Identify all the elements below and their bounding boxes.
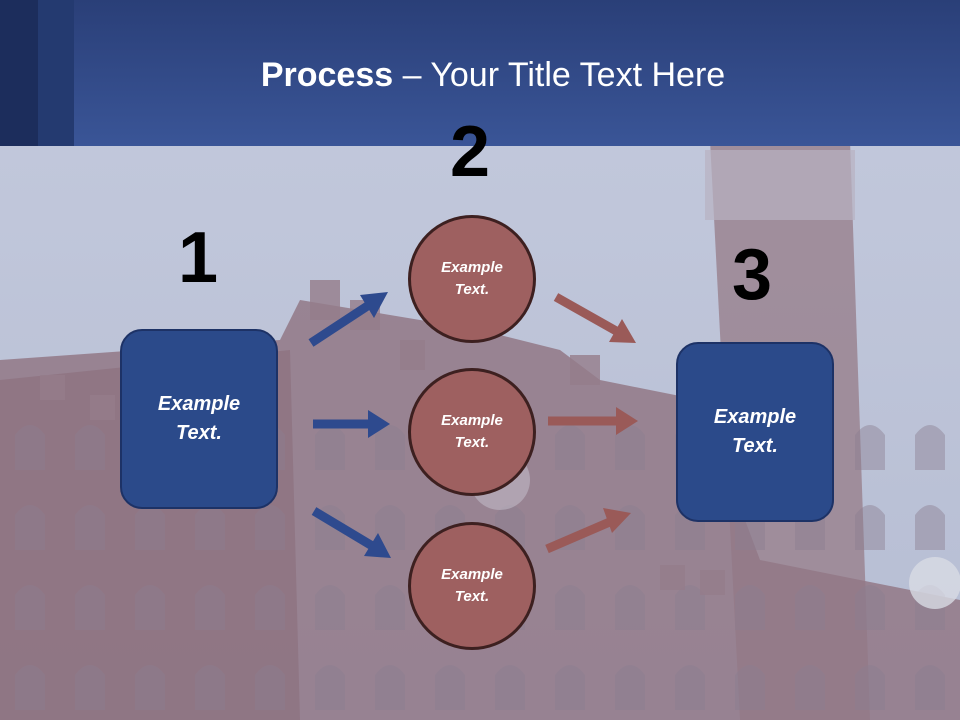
box-text-line: Text. xyxy=(176,422,222,444)
box-text-line: Text. xyxy=(732,435,778,457)
box-text-line: Example xyxy=(157,393,241,415)
step-number-1: 1 xyxy=(178,218,219,298)
step-number-2: 2 xyxy=(450,112,491,192)
arrow-from-middle-circle xyxy=(548,407,638,435)
step-number-3: 3 xyxy=(732,235,773,315)
circle-text-line: Text. xyxy=(454,434,490,451)
header-stripe xyxy=(38,0,74,146)
circle-text-line: Text. xyxy=(454,588,490,605)
circle-text-line: Text. xyxy=(454,281,490,298)
header-bar xyxy=(0,0,960,146)
title-rest: – Your Title Text Here xyxy=(393,56,726,94)
arrow-to-top-circle xyxy=(308,292,388,347)
header-stripe xyxy=(0,0,38,146)
title-bold: Process xyxy=(260,56,394,94)
arrow-from-top-circle xyxy=(553,293,636,343)
arrow-to-middle-circle xyxy=(313,410,390,438)
slide-title[interactable]: Process – Your Title Text Here xyxy=(0,56,960,95)
arrow-from-bottom-circle xyxy=(545,508,631,554)
circle-text-line: Example xyxy=(441,411,503,429)
circle-text-line: Example xyxy=(441,565,503,583)
box-text-line: Example xyxy=(713,406,797,428)
circle-text-line: Example xyxy=(441,258,503,276)
arrow-to-bottom-circle xyxy=(311,507,391,558)
